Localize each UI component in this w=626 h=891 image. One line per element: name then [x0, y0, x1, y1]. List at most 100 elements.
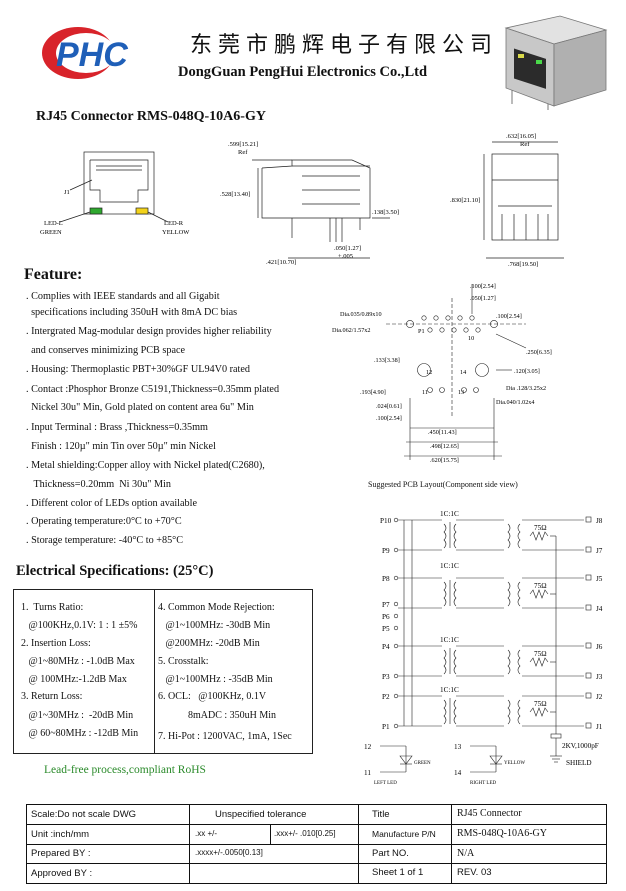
scale-note: Scale:Do not scale DWG: [31, 809, 137, 820]
led-yellow-label: YELLOW: [504, 761, 525, 766]
revision-label: REV. 03: [457, 867, 492, 878]
title-value: RJ45 Connector: [457, 808, 522, 819]
spec-left-line: 3. Return Loss:: [21, 691, 83, 702]
phc-logo: PHC: [42, 27, 128, 79]
pin-p5: P5: [382, 625, 390, 633]
pin-j8: J8: [596, 517, 603, 525]
pin-p10: P10: [380, 517, 392, 525]
pcb-dim-100b: .100[2.54]: [496, 313, 522, 320]
feature-line: . Intergrated Mag-modular design provide…: [26, 326, 272, 337]
pin-p3: P3: [382, 673, 390, 681]
resistor-label: 75Ω: [534, 650, 547, 658]
pcb-dim-193: .193[4.90]: [360, 389, 386, 396]
title-label: Title: [372, 809, 390, 820]
feature-line: Thickness=0.20mm Ni 30u" Min: [26, 479, 171, 490]
spec-right-line: 7. Hi-Pot : 1200VAC, 1mA, 1Sec: [158, 731, 292, 742]
feature-line: and conserves minimizing PCB space: [26, 345, 186, 356]
pcb-p1: P1: [418, 328, 425, 335]
pcb-dim-250: .250[6.35]: [526, 349, 552, 356]
feature-line: . Input Terminal : Brass ,Thickness=0.35…: [26, 422, 208, 433]
mechanical-drawing: J1 LED-L GREEN LED-R YELLOW .599[15.21] …: [40, 133, 564, 268]
dim-ref-1: Ref: [238, 149, 248, 156]
manufacture-pn-value: RMS-048Q-10A6-GY: [457, 828, 547, 839]
tolerance-xx: .xx +/-: [195, 829, 218, 838]
title-block: Scale:Do not scale DWG Unspecified toler…: [26, 804, 607, 884]
front-view: [59, 151, 169, 223]
pcb-dia128: Dia .128/3.25x2: [506, 385, 546, 392]
pcb-dim-120: .120[3.05]: [514, 368, 540, 375]
pcb-dim-024: .024[0.61]: [376, 403, 402, 410]
spec-right-line: 4. Common Mode Rejection:: [158, 602, 275, 613]
schematic-diagram: P10 P9 P8 P7 P6 P5 P4 P3 P2 P1 J8 J7 J5 …: [364, 510, 603, 786]
pcb-pin-12: 12: [426, 369, 432, 376]
feature-line: Finish : 120µ" min Tin over 50µ" min Nic…: [26, 441, 216, 452]
spec-left-line: 1. Turns Ratio:: [21, 602, 84, 613]
rear-view: [483, 141, 564, 259]
feature-heading: Feature:: [24, 266, 83, 283]
pin-p4: P4: [382, 643, 390, 651]
spec-left-line: @1~80MHz : -1.0dB Max: [21, 656, 135, 667]
unit-label: Unit :inch/mm: [31, 829, 90, 840]
spec-left-line: @1~30MHz : -20dB Min: [21, 710, 134, 721]
pcb-10: 10: [468, 335, 474, 342]
resistor-label: 75Ω: [534, 700, 547, 708]
spec-right-line: 8mADC : 350uH Min: [158, 710, 277, 721]
dim-830: .830[21.10]: [450, 197, 480, 204]
led-pin-11: 11: [364, 769, 371, 777]
logo-text: PHC: [56, 36, 128, 74]
spec-right-line: @1~100MHz : -35dB Min: [158, 674, 273, 685]
dim-005: +.005: [338, 253, 353, 260]
pcb-pin-11: 11: [422, 389, 428, 396]
dim-138: .138[3.50]: [372, 209, 399, 216]
spec-left-line: @100KHz,0.1V: 1 : 1 ±5%: [21, 620, 138, 631]
rohs-note: Lead-free process,compliant RoHS: [44, 764, 206, 776]
pin-p9: P9: [382, 547, 390, 555]
pin-j2: J2: [596, 693, 603, 701]
pin-j5: J5: [596, 575, 603, 583]
pin-j4: J4: [596, 605, 603, 613]
pcb-dim-100c: .100[2.54]: [376, 415, 402, 422]
label-led-r: LED-R: [164, 220, 184, 227]
feature-line: . Metal shielding:Copper alloy with Nick…: [26, 460, 265, 471]
dim-599: .599[15.21]: [228, 141, 258, 148]
dim-050: .050[1.27]: [334, 245, 361, 252]
label-green: GREEN: [40, 229, 62, 236]
sheet-label: Sheet 1 of 1: [372, 867, 424, 878]
part-no-label: Part NO.: [372, 848, 409, 859]
pcb-dia040: Dia.040/1.02x4: [496, 399, 535, 406]
label-yellow: YELLOW: [162, 229, 190, 236]
dim-768: .768[19.50]: [508, 261, 538, 268]
pcb-dim-498: .498[12.65]: [430, 443, 459, 450]
pin-p7: P7: [382, 601, 390, 609]
dim-632: .632[16.05]: [506, 133, 536, 140]
rj45-jack-image: [504, 15, 608, 110]
tolerance-xxxx: .xxxx+/-.0050[0.13]: [195, 848, 263, 857]
led-green-label: GREEN: [414, 761, 431, 766]
pin-p1: P1: [382, 723, 390, 731]
pcb-dim-100a: .100[2.54]: [470, 283, 496, 290]
pcb-pin-13: 13: [458, 389, 464, 396]
spec-right-line: 5. Crosstalk:: [158, 656, 209, 667]
company-name-chinese: 东莞市鹏辉电子有限公司: [190, 33, 499, 58]
pcb-dim-620: .620[15.75]: [430, 457, 459, 464]
spec-left-line: @ 60~80MHz : -12dB Min: [21, 728, 139, 739]
label-j1: J1: [64, 189, 70, 196]
turns-ratio-label: 1C:1C: [440, 510, 459, 518]
electrical-heading: Electrical Specifications: (25°C): [16, 563, 214, 579]
electrical-spec-box: [13, 589, 313, 754]
pin-j7: J7: [596, 547, 603, 555]
left-led-label: LEFT LED: [374, 781, 397, 786]
pcb-dia035: Dia.035/0.89x10: [340, 311, 382, 318]
feature-line: . Operating temperature:0°C to +70°C: [26, 516, 182, 527]
pcb-layout-caption: Suggested PCB Layout(Component side view…: [368, 480, 518, 489]
pin-j3: J3: [596, 673, 603, 681]
spec-left-line: 2. Insertion Loss:: [21, 638, 91, 649]
led-pin-12: 12: [364, 743, 372, 751]
side-view: [252, 159, 390, 259]
spec-right-line: @200MHz: -20dB Min: [158, 638, 260, 649]
resistor-label: 75Ω: [534, 582, 547, 590]
pin-p2: P2: [382, 693, 390, 701]
tolerance-xxx: .xxx+/- .010[0.25]: [274, 829, 336, 838]
shield-label: SHIELD: [566, 759, 592, 767]
prepared-by-label: Prepared BY :: [31, 848, 91, 859]
